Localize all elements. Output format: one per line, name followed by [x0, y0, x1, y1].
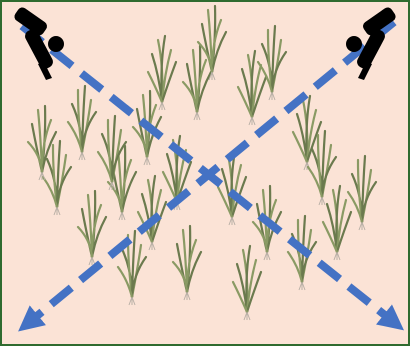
seagrass-plant: [138, 176, 166, 250]
scuba-diver-icon: [12, 6, 64, 80]
seagrass-plant: [348, 156, 376, 230]
scuba-diver-icon: [346, 6, 398, 80]
seagrass-plants-group: [28, 6, 376, 320]
seagrass-plant: [173, 226, 201, 300]
seagrass-plant: [148, 36, 176, 110]
seagrass-plant: [233, 246, 261, 320]
seagrass-plant: [98, 116, 126, 190]
seagrass-plant: [323, 186, 351, 260]
seagrass-plant: [68, 86, 96, 160]
seagrass-survey-diagram: [2, 2, 408, 344]
seagrass-plant: [183, 46, 211, 120]
seagrass-plant: [218, 151, 246, 225]
seagrass-plant: [308, 131, 336, 205]
seagrass-plant: [238, 51, 266, 125]
seagrass-plant: [78, 191, 106, 265]
